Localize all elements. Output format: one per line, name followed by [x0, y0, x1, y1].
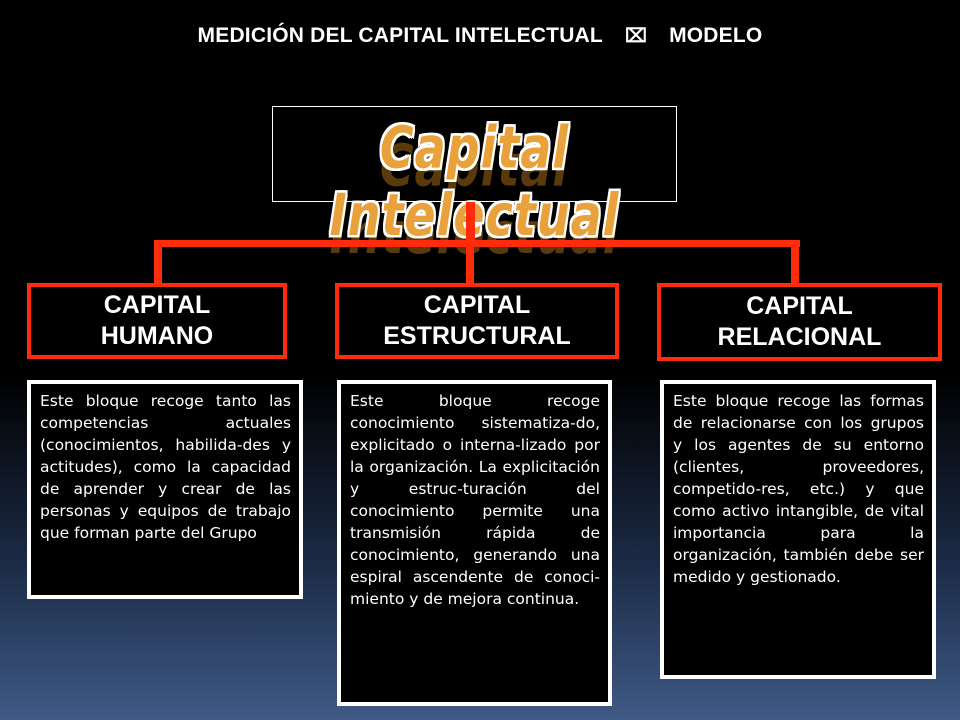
- category-label-line2: HUMANO: [100, 322, 214, 350]
- title-right: MODELO: [669, 24, 763, 47]
- category-label-line1: CAPITAL: [746, 292, 853, 320]
- right-branch-connector: [791, 240, 799, 284]
- box-x-icon: ⌧: [624, 26, 648, 47]
- left-branch-connector: [154, 240, 162, 284]
- category-label-line2: ESTRUCTURAL: [383, 322, 571, 350]
- capital-humano-description: Este bloque recoge tanto las competencia…: [27, 380, 303, 599]
- capital-relacional-box: CAPITAL RELACIONAL: [657, 283, 942, 361]
- capital-relacional-description: Este bloque recoge las formas de relacio…: [660, 380, 936, 679]
- capital-humano-box: CAPITAL HUMANO: [27, 283, 287, 359]
- category-label-line1: CAPITAL: [423, 291, 531, 319]
- slide-title: MEDICIÓN DEL CAPITAL INTELECTUAL ⌧ MODELO: [0, 24, 960, 48]
- category-label-line1: CAPITAL: [103, 291, 211, 319]
- capital-estructural-description: Este bloque recoge conocimiento sistemat…: [337, 380, 612, 706]
- title-left: MEDICIÓN DEL CAPITAL INTELECTUAL: [197, 24, 603, 47]
- category-label-line2: RELACIONAL: [717, 323, 882, 351]
- trunk-connector: [466, 202, 475, 244]
- middle-branch-connector: [466, 240, 474, 284]
- capital-estructural-box: CAPITAL ESTRUCTURAL: [335, 283, 619, 359]
- horizontal-connector: [154, 240, 800, 247]
